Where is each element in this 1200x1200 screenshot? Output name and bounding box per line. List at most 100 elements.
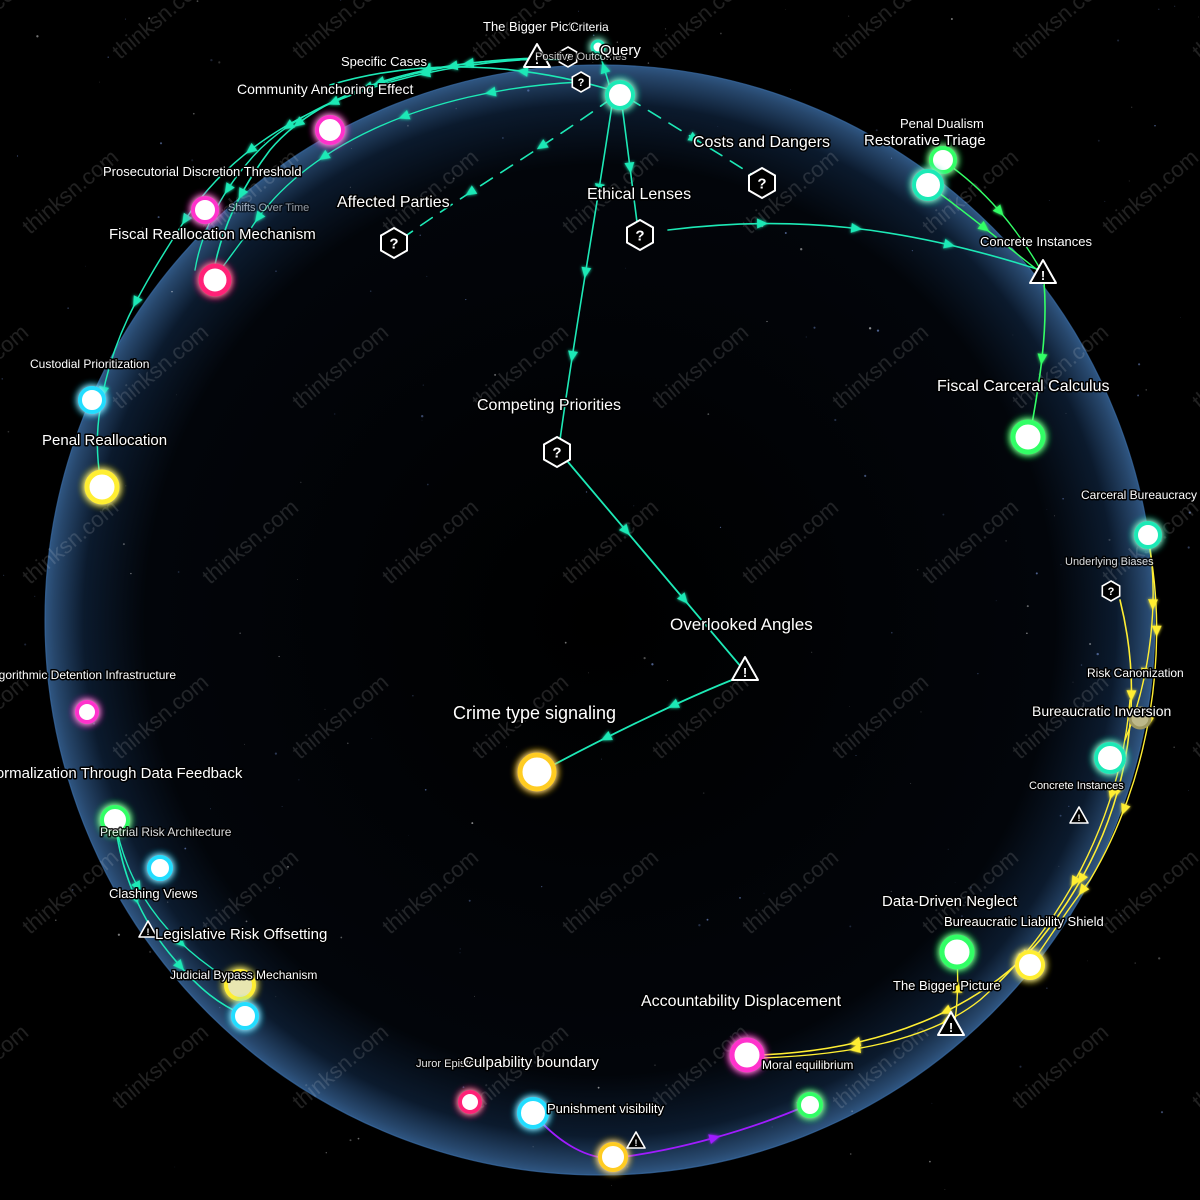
edge-arrow [131, 880, 141, 893]
node-algorithmic-detention[interactable] [75, 700, 99, 724]
node-fiscal-carceral-calculus[interactable] [1010, 419, 1046, 455]
label-affected-parties[interactable]: Affected Parties [336, 193, 452, 213]
question-hex-icon[interactable] [543, 436, 571, 468]
node-prosecutorial-discretion[interactable] [191, 196, 219, 224]
edge-arrow [757, 218, 769, 229]
label-underlying-biases[interactable]: Underlying Biases [1064, 555, 1156, 570]
question-hex-icon[interactable] [380, 227, 408, 259]
question-hex-icon[interactable] [626, 219, 654, 251]
node-data-driven-neglect[interactable] [939, 934, 975, 970]
label-community-anchoring-effect[interactable]: Community Anchoring Effect [236, 80, 415, 99]
label-fiscal-carceral-calculus[interactable]: Fiscal Carceral Calculus [936, 377, 1112, 397]
label-fiscal-reallocation-mechanism[interactable]: Fiscal Reallocation Mechanism [108, 225, 318, 245]
edge-arrow [133, 295, 143, 308]
label-concrete-instances-right[interactable]: Concrete Instances [1028, 779, 1126, 794]
node-accountability-displacement[interactable] [729, 1037, 765, 1073]
node-community-anchoring[interactable] [315, 115, 345, 145]
node-crime-type-signaling[interactable] [517, 752, 557, 792]
edge-arrow [687, 131, 700, 142]
node-fiscal-reallocation[interactable] [198, 263, 232, 297]
label-criteria[interactable]: Criteria [569, 19, 611, 36]
node-bureaucratic-teal[interactable] [1094, 742, 1126, 774]
label-punishment-visibility[interactable]: Punishment visibility [546, 1100, 667, 1118]
watermark-text: thinksn.com [1097, 144, 1200, 239]
node-juror-epistemic[interactable] [458, 1090, 482, 1114]
warning-triangle-icon[interactable] [1029, 259, 1057, 284]
node-judicial-bypass[interactable] [224, 969, 256, 1001]
edge-ethical-to-concrete [667, 222, 1041, 271]
node-punishment-visibility[interactable] [517, 1097, 549, 1129]
label-restorative-triage[interactable]: Restorative Triage [863, 131, 988, 151]
label-algorithmic-detention-infrastructure[interactable]: Algorithmic Detention Infrastructure [0, 667, 178, 684]
star [1060, 564, 1062, 566]
node-query[interactable] [605, 80, 635, 110]
label-clashing-views[interactable]: Clashing Views [108, 885, 200, 903]
node-clashing-views[interactable] [147, 855, 173, 881]
label-penal-dualism[interactable]: Penal Dualism [899, 115, 986, 133]
star [796, 1102, 798, 1104]
label-ethical-lenses[interactable]: Ethical Lenses [586, 185, 693, 205]
label-bureaucratic-liability-shield[interactable]: Bureaucratic Liability Shield [943, 913, 1106, 931]
star [148, 950, 152, 954]
star [298, 779, 300, 781]
node-custodial-prioritization[interactable] [78, 386, 106, 414]
node-moral-green[interactable] [797, 1092, 823, 1118]
node-bigger-picture-top[interactable] [590, 39, 606, 55]
label-crime-type-signaling[interactable]: Crime type signaling [452, 702, 618, 725]
star [412, 695, 414, 697]
node-carceral-bureaucracy[interactable] [1134, 521, 1162, 549]
node-restorative-triage[interactable] [912, 169, 944, 201]
label-data-driven-neglect[interactable]: Data-Driven Neglect [881, 892, 1020, 912]
node-penal-dualism[interactable] [929, 146, 957, 174]
label-query[interactable]: Query [599, 41, 643, 61]
star [720, 32, 722, 35]
edge-arrow [419, 67, 432, 78]
node-bureaucratic-liability[interactable] [1015, 950, 1045, 980]
label-shifts-over-time[interactable]: Shifts Over Time [227, 201, 311, 216]
label-penal-reallocation[interactable]: Penal Reallocation [41, 431, 169, 451]
question-hex-icon[interactable] [748, 167, 776, 199]
label-legislative-risk-offsetting[interactable]: Legislative Risk Offsetting [154, 925, 329, 945]
edge-overlooked-to-crime [539, 675, 743, 773]
label-carceral-bureaucracy[interactable]: Carceral Bureaucracy [1080, 487, 1199, 504]
star [597, 1086, 600, 1089]
label-normalization-through-data-feedback[interactable]: Normalization Through Data Feedback [0, 764, 244, 784]
label-competing-priorities[interactable]: Competing Priorities [476, 396, 623, 416]
star [616, 41, 618, 43]
node-bureaucratic-inversion[interactable] [1128, 706, 1152, 730]
node-pretrial-risk[interactable] [100, 805, 130, 835]
label-custodial-prioritization[interactable]: Custodial Prioritization [29, 356, 151, 373]
star [177, 571, 180, 573]
node-judicial-teal[interactable] [231, 1002, 259, 1030]
question-hex-icon[interactable] [571, 71, 591, 93]
star [1087, 960, 1088, 962]
star [468, 899, 471, 902]
label-the-bigger-picture-top[interactable]: The Bigger Picture [482, 18, 593, 36]
star [199, 177, 201, 179]
label-culpability-boundary[interactable]: Culpability boundary [462, 1053, 601, 1073]
star [245, 920, 248, 923]
label-specific-cases[interactable]: Specific Cases [340, 53, 429, 71]
label-positive-outcomes[interactable]: Positive Outcomes [534, 50, 629, 65]
label-prosecutorial-discretion-threshold[interactable]: Prosecutorial Discretion Threshold [102, 163, 303, 181]
star [625, 267, 627, 269]
label-costs-and-dangers[interactable]: Costs and Dangers [692, 133, 832, 153]
label-moral-equilibrium[interactable]: Moral equilibrium [761, 1057, 855, 1074]
label-pretrial-risk-architecture[interactable]: Pretrial Risk Architecture [99, 824, 234, 841]
label-accountability-displacement[interactable]: Accountability Displacement [640, 992, 844, 1012]
question-hex-icon[interactable] [1101, 580, 1121, 602]
star [1158, 957, 1161, 960]
label-bureaucratic-inversion[interactable]: Bureaucratic Inversion [1031, 702, 1173, 721]
label-judicial-bypass-mechanism[interactable]: Judicial Bypass Mechanism [169, 967, 319, 984]
edge-arrow [676, 592, 688, 604]
label-risk-canonization[interactable]: Risk Canonization [1086, 665, 1186, 682]
node-penal-reallocation[interactable] [84, 469, 120, 505]
label-overlooked-angles[interactable]: Overlooked Angles [669, 614, 815, 636]
node-culpability-yellow[interactable] [598, 1142, 628, 1172]
label-juror-epistemic[interactable]: Juror Epistemic [415, 1057, 494, 1072]
label-concrete-instances-top[interactable]: Concrete Instances [979, 233, 1095, 251]
label-the-bigger-picture-bottom[interactable]: The Bigger Picture [892, 977, 1003, 995]
star [813, 326, 816, 329]
star [1026, 605, 1029, 608]
